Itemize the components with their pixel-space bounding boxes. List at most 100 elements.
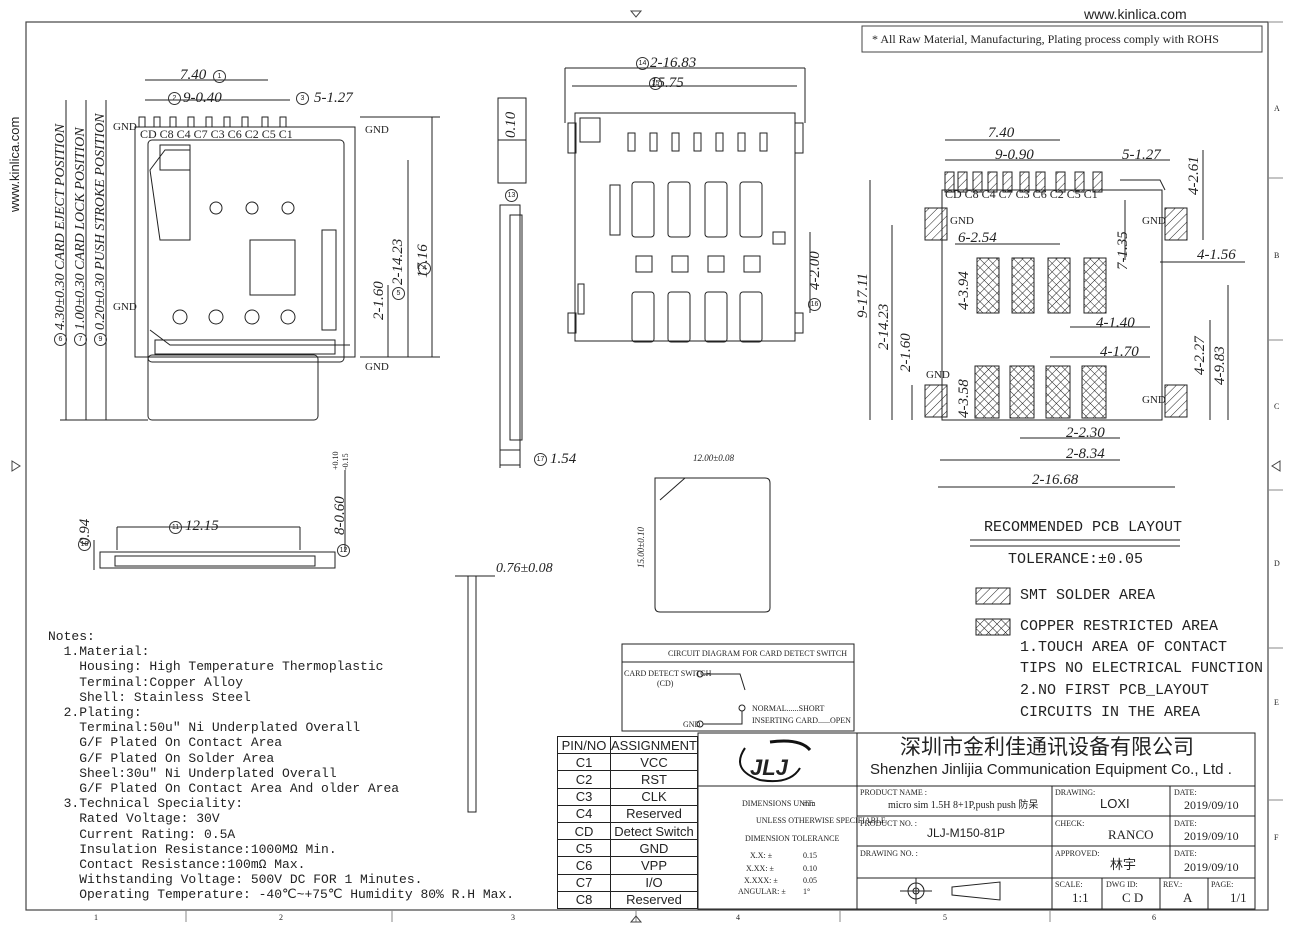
- note-line: 1.Material:: [48, 644, 150, 660]
- pin-no-cell: CD: [557, 821, 611, 841]
- pcb-d: 4-1.40: [1096, 315, 1135, 331]
- card-w: 12.00±0.08: [693, 453, 734, 463]
- ref-marker: 16: [808, 298, 821, 311]
- pcb-gnd-2: GND: [1142, 215, 1166, 227]
- dwg-value: C D: [1122, 890, 1144, 905]
- ref-marker: 17: [534, 453, 547, 466]
- pos-push: 0.20±0.30 PUSH STROKE POSITION: [93, 113, 108, 330]
- rohs-note: * All Raw Material, Manufacturing, Plati…: [872, 32, 1219, 46]
- pin-labels: CD C8 C4 C7 C3 C6 C2 C5 C1: [140, 127, 293, 141]
- note-line: Housing: High Temperature Thermoplastic: [48, 659, 384, 675]
- company-logo: [739, 739, 812, 783]
- ref-marker: 11: [169, 521, 182, 534]
- tol-r1-a: X.X: ±: [750, 851, 773, 860]
- pcb-f: 4-3.58: [956, 379, 972, 418]
- drawing-no-label: DRAWING NO. :: [860, 849, 918, 858]
- tol-r1-b: 0.15: [803, 851, 817, 860]
- tol-r2-b: 0.10: [803, 864, 817, 873]
- circuit-cd2: (CD): [657, 679, 674, 688]
- note-line: 3.Technical Speciality:: [48, 796, 244, 812]
- grid-row-a: A: [1274, 104, 1280, 113]
- note-line: G/F Plated On Contact Area And older Are…: [48, 781, 400, 797]
- pin-no-cell: C3: [557, 787, 611, 806]
- note-line: Notes:: [48, 629, 95, 644]
- pin-table-header: ASSIGNMENT: [610, 735, 698, 755]
- company-en: Shenzhen Jinlijia Communication Equipmen…: [870, 761, 1232, 778]
- assignment-cell: CLK: [610, 787, 698, 806]
- ref-marker: 4: [418, 262, 431, 275]
- grid-row-d: D: [1274, 559, 1280, 568]
- pcb-l1: 7-1.35: [1115, 231, 1131, 270]
- note-line: 2.Plating:: [48, 705, 142, 721]
- pos-eject: 4.30±0.30 CARD EJECT POSITION: [53, 123, 68, 330]
- legend-note-2: TIPS NO ELECTRICAL FUNCTION: [1020, 660, 1264, 677]
- pcb-p2: 5-1.27: [1122, 147, 1161, 163]
- grid-col-4: 4: [736, 913, 740, 922]
- dim-top: 2-16.83: [650, 55, 697, 71]
- approved-label: APPROVED:: [1055, 849, 1100, 858]
- grid-col-6: 6: [1152, 913, 1156, 922]
- pin-no-cell: C6: [557, 856, 611, 875]
- pin-no-cell: C4: [557, 804, 611, 823]
- scale-value: 1:1: [1072, 890, 1089, 905]
- legend-title: RECOMMENDED PCB LAYOUT: [984, 519, 1183, 536]
- grid-row-b: B: [1274, 251, 1280, 260]
- website-link[interactable]: www.kinlica.com: [1084, 6, 1187, 22]
- dim-unit-val: mm: [803, 799, 816, 808]
- product-name: micro sim 1.5H 8+1P,push push 防呆: [888, 800, 1039, 811]
- pcb-x1: 2-2.30: [1066, 425, 1105, 441]
- tol-h: TOLERANCE: [792, 834, 840, 843]
- ref-marker: 9: [94, 333, 107, 346]
- dim-h1: 2-1.60: [371, 281, 387, 320]
- logo-text: JLJ: [750, 755, 788, 780]
- ref-marker: 13: [505, 189, 518, 202]
- dim-width: 7.40: [180, 67, 207, 83]
- date-3: 2019/09/10: [1184, 860, 1239, 874]
- pcb-x2: 2-8.34: [1066, 446, 1105, 462]
- frame-border: [25, 21, 1269, 911]
- dim-side: 1.54: [550, 451, 577, 467]
- pin-no-cell: C5: [557, 839, 611, 858]
- date-label-1: DATE:: [1174, 788, 1197, 797]
- tol-r2-a: X.XX: ±: [746, 864, 774, 873]
- pin-no-cell: C7: [557, 873, 611, 892]
- note-line: Terminal:50u" Ni Underplated Overall: [48, 720, 361, 736]
- tol-r3-b: 0.05: [803, 876, 817, 885]
- pcb-layout: [869, 139, 1245, 488]
- title-block: [697, 732, 1256, 910]
- pin-no-cell: C1: [557, 753, 611, 772]
- assignment-cell: GND: [610, 839, 698, 858]
- pcb-gnd-3: GND: [926, 369, 950, 381]
- page-label: PAGE:: [1211, 880, 1234, 889]
- left-view: [60, 79, 440, 421]
- pcb-v3: 2-1.60: [898, 333, 914, 372]
- ref-marker: 6: [54, 333, 67, 346]
- pin-no-cell: C2: [557, 770, 611, 789]
- legend-smt: SMT SOLDER AREA: [1020, 587, 1156, 604]
- front-tol-dn: -0.15: [341, 453, 350, 470]
- rev-value: A: [1183, 890, 1193, 905]
- ref-marker: 10: [78, 538, 91, 551]
- ref-marker: 14: [636, 57, 649, 70]
- note-line: G/F Plated On Contact Area: [48, 735, 283, 751]
- card-h: 15.00±0.10: [636, 527, 646, 568]
- pcb-a: 6-2.54: [958, 230, 997, 246]
- pin-no-cell: C8: [557, 890, 611, 909]
- dim-hole: 4-2.00: [807, 251, 823, 290]
- date-2: 2019/09/10: [1184, 829, 1239, 843]
- dim-p2: 5-1.27: [314, 90, 353, 106]
- product-name-label: PRODUCT NAME :: [860, 788, 927, 797]
- ref-marker: 12: [337, 544, 350, 557]
- assignment-cell: VPP: [610, 856, 698, 875]
- circuit-gnd: GND: [683, 720, 701, 729]
- grid-col-2: 2: [279, 913, 283, 922]
- pin-table-header: PIN/NO: [557, 735, 611, 755]
